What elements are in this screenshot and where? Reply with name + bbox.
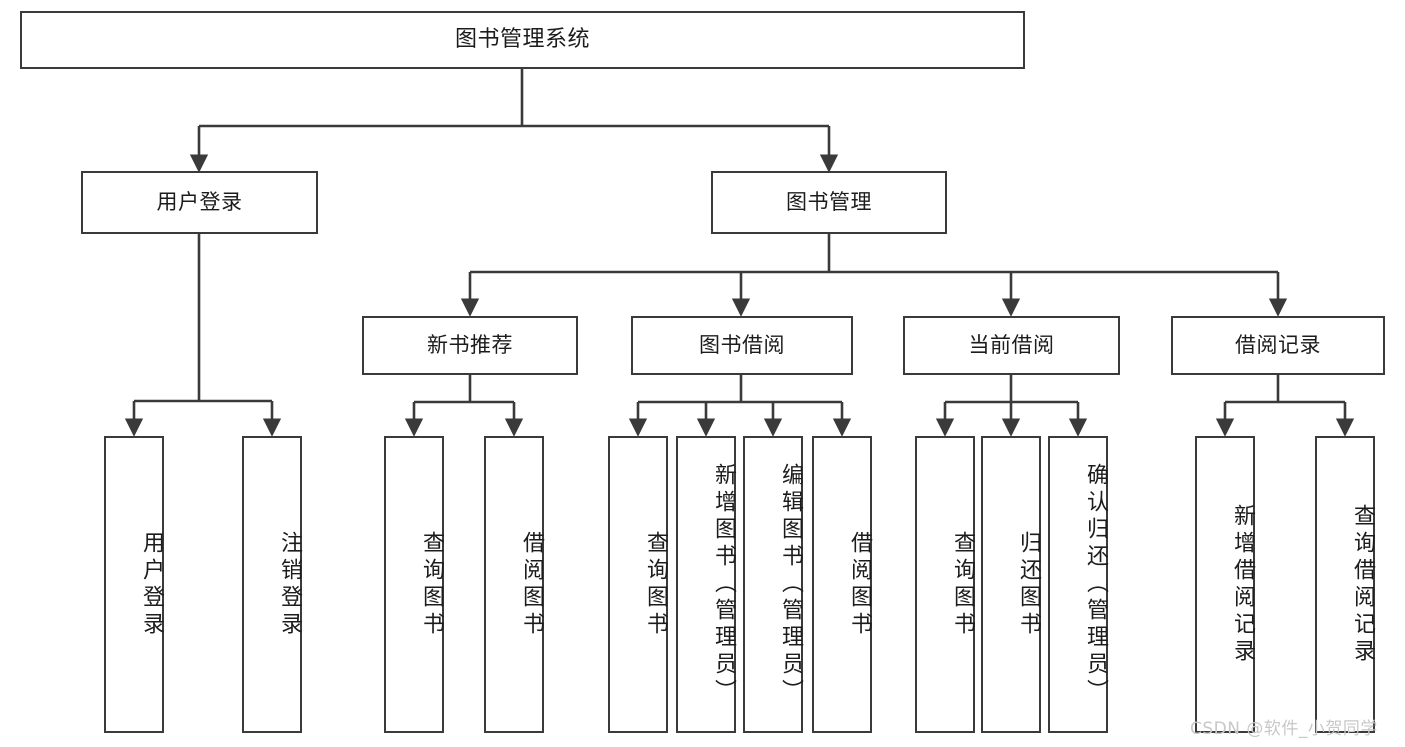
node-book-borrow-label: 图书借阅 [699,332,785,357]
leaf-borrow-borrow-book[interactable]: 借阅图书 [812,436,872,733]
leaf-label: 查询图书 [419,530,444,639]
leaf-label: 查询借阅记录 [1350,503,1375,666]
leaf-record-add[interactable]: 新增借阅记录 [1195,436,1255,733]
leaf-user-login-signin[interactable]: 用户登录 [104,436,164,733]
node-book-management-label: 图书管理 [786,189,872,214]
leaf-label: 归还图书 [1016,530,1041,639]
node-root[interactable]: 图书管理系统 [20,11,1025,69]
leaf-current-query-book[interactable]: 查询图书 [915,436,975,733]
leaf-label: 确认归还（管理员） [1083,463,1108,706]
leaf-user-login-signout[interactable]: 注销登录 [242,436,302,733]
leaf-new-book-query[interactable]: 查询图书 [384,436,444,733]
leaf-label: 编辑图书（管理员） [778,463,803,706]
leaf-borrow-add-book-admin[interactable]: 新增图书（管理员） [676,436,736,733]
leaf-current-return-book[interactable]: 归还图书 [981,436,1041,733]
leaf-record-query[interactable]: 查询借阅记录 [1315,436,1375,733]
node-book-borrow[interactable]: 图书借阅 [631,316,853,375]
leaf-borrow-query-book[interactable]: 查询图书 [608,436,668,733]
leaf-label: 借阅图书 [519,530,544,639]
node-user-login[interactable]: 用户登录 [81,171,318,234]
node-borrow-record-label: 借阅记录 [1235,332,1321,357]
leaf-current-confirm-return-admin[interactable]: 确认归还（管理员） [1048,436,1108,733]
leaf-label: 新增借阅记录 [1230,503,1255,666]
leaf-new-book-borrow[interactable]: 借阅图书 [484,436,544,733]
leaf-label: 新增图书（管理员） [711,463,736,706]
leaf-label: 查询图书 [950,530,975,639]
node-borrow-record[interactable]: 借阅记录 [1171,316,1385,375]
watermark: CSDN @软件_小贺同学 [1190,719,1378,739]
node-user-login-label: 用户登录 [156,189,243,214]
leaf-label: 用户登录 [139,530,164,639]
node-current-borrow-label: 当前借阅 [968,332,1055,357]
node-new-book-recommend[interactable]: 新书推荐 [362,316,578,375]
leaf-label: 借阅图书 [847,530,872,639]
leaf-label: 查询图书 [643,530,668,639]
leaf-borrow-edit-book-admin[interactable]: 编辑图书（管理员） [743,436,803,733]
node-book-management[interactable]: 图书管理 [711,171,947,234]
leaf-label: 注销登录 [277,530,302,639]
node-new-book-recommend-label: 新书推荐 [427,332,513,357]
node-root-label: 图书管理系统 [454,26,590,52]
node-current-borrow[interactable]: 当前借阅 [903,316,1120,375]
